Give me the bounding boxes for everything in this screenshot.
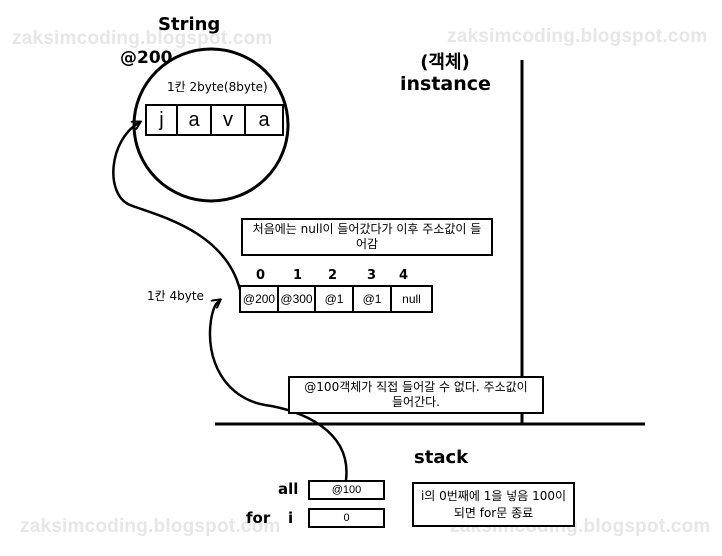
arrow-array-to-string bbox=[112, 122, 242, 291]
stack-all-label: all bbox=[278, 480, 299, 498]
watermark-top-left: zaksimcoding.blogspot.com bbox=[12, 28, 273, 49]
stack-i-label: i bbox=[288, 509, 294, 527]
note-text: 처음에는 null이 들어갔다가 이후 주소값이 들어감 bbox=[252, 222, 482, 251]
string-char: a bbox=[258, 108, 270, 131]
array-cell: @200 bbox=[239, 285, 279, 313]
array-index: 2 bbox=[328, 268, 338, 283]
stack-i-value: 0 bbox=[343, 512, 350, 524]
string-char-cell: v bbox=[210, 104, 246, 136]
string-address-label: @200 bbox=[120, 48, 173, 68]
instance-label-korean: (객체) bbox=[420, 52, 470, 73]
string-char-cell: j bbox=[145, 104, 178, 136]
array-value: null bbox=[402, 292, 421, 306]
note-text: i의 0번째에 1을 넣음 100이 되면 for문 종료 bbox=[420, 488, 567, 520]
string-char: v bbox=[223, 108, 233, 131]
array-cell: null bbox=[390, 285, 433, 313]
stack-i-value-cell: 0 bbox=[308, 508, 385, 528]
array-value: @200 bbox=[242, 292, 276, 306]
string-char: j bbox=[159, 108, 164, 131]
array-cell-size-note: 1칸 4byte bbox=[147, 289, 204, 303]
watermark-bottom-left: zaksimcoding.blogspot.com bbox=[20, 516, 281, 537]
array-value: @300 bbox=[280, 292, 313, 306]
array-cell: @1 bbox=[352, 285, 392, 313]
note-address-not-object: @100객체가 직접 들어갈 수 없다. 주소값이 들어간다. bbox=[288, 376, 544, 414]
array-cell: @300 bbox=[277, 285, 316, 313]
string-type-label: String bbox=[158, 14, 221, 35]
array-cell: @1 bbox=[314, 285, 354, 313]
array-index: 4 bbox=[399, 268, 409, 283]
stack-label: stack bbox=[414, 447, 469, 468]
string-cell-size-note: 1칸 2byte(8byte) bbox=[167, 80, 268, 94]
note-text: @100객체가 직접 들어갈 수 없다. 주소값이 들어간다. bbox=[304, 380, 528, 409]
array-value: @1 bbox=[362, 292, 382, 306]
watermark-top-right: zaksimcoding.blogspot.com bbox=[447, 26, 708, 47]
string-char-cell: a bbox=[244, 104, 284, 136]
stack-for-label: for bbox=[246, 509, 271, 527]
stack-all-value-cell: @100 bbox=[308, 480, 385, 500]
string-char: a bbox=[188, 108, 200, 131]
note-loop: i의 0번째에 1을 넣음 100이 되면 for문 종료 bbox=[412, 482, 575, 527]
string-char-cell: a bbox=[176, 104, 212, 136]
array-value: @1 bbox=[324, 292, 344, 306]
array-index: 3 bbox=[367, 268, 377, 283]
array-index: 0 bbox=[256, 268, 266, 283]
instance-label-english: instance bbox=[400, 73, 491, 95]
stack-all-value: @100 bbox=[331, 484, 362, 496]
note-null-then-address: 처음에는 null이 들어갔다가 이후 주소값이 들어감 bbox=[241, 218, 493, 256]
array-index: 1 bbox=[293, 268, 303, 283]
arrow-stack-to-array bbox=[208, 300, 348, 481]
